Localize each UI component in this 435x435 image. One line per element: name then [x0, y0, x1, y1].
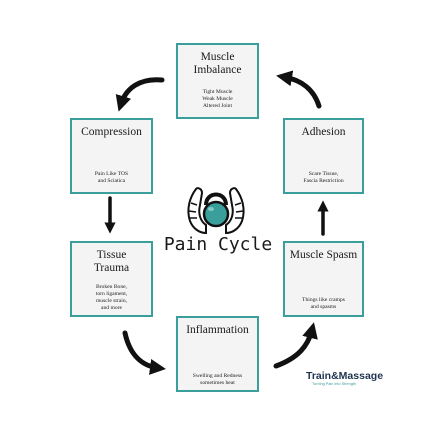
node-title: Muscle Imbalance [193, 51, 242, 76]
node-title: Compression [81, 126, 142, 138]
arrow-inflammation-to-spasm [273, 322, 318, 369]
node-compression: Compression Pain Like TOS and Sciatica [70, 118, 153, 194]
node-description: Things like cramps and spasms [302, 297, 345, 310]
diagram-title: Pain Cycle [163, 234, 273, 255]
node-muscle-imbalance: Muscle Imbalance Tight Muscle Weak Muscl… [176, 43, 259, 119]
brand-tagline: Turning Pain into Strength [312, 382, 356, 386]
node-title: Tissue Trauma [93, 249, 130, 274]
arrow-adhesion-to-imbalance [276, 70, 322, 109]
node-tissue-trauma: Tissue Trauma Broken Bone, torn ligament… [70, 241, 153, 317]
node-inflammation: Inflammation Swelling and Redness someti… [176, 316, 259, 392]
node-description: Pain Like TOS and Sciatica [94, 171, 129, 184]
arrow-trauma-to-inflammation [122, 330, 166, 375]
node-adhesion: Adhesion Scare Tissue, Fascia Restrictio… [283, 118, 364, 194]
node-description: Swelling and Redness sometimes heat [192, 373, 243, 386]
brand-name: Train&Massage [306, 370, 384, 382]
node-title: Adhesion [301, 126, 346, 138]
arrow-imbalance-to-compression [115, 77, 165, 112]
hands-holding-kettlebell-icon [187, 187, 245, 235]
node-title: Muscle Spasm [289, 249, 358, 261]
brand-logo: Train&Massage Turning Pain into Strength [306, 370, 406, 387]
node-description: Scare Tissue, Fascia Restriction [303, 171, 344, 184]
node-description: Tight Muscle Weak Muscle Altered Joint [202, 89, 233, 109]
node-title: Inflammation [186, 324, 249, 336]
node-muscle-spasm: Muscle Spasm Things like cramps and spas… [283, 241, 364, 317]
node-description: Broken Bone, torn ligament, muscle strai… [95, 284, 128, 311]
